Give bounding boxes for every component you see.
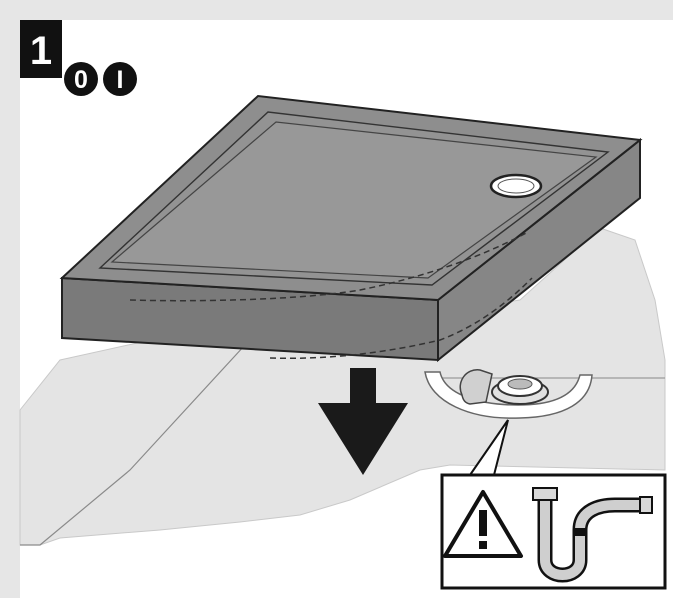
frame-top [0,0,673,20]
hidden-outline-lower [269,277,533,360]
shower-tray [59,94,643,363]
siphon-trap-icon [532,487,653,583]
tray-drain-hole-inner [497,178,535,194]
hidden-outline-upper [129,231,529,302]
warning-callout [440,473,667,590]
badge-label-0: 0 [74,66,88,94]
person-badge-1: I [103,62,137,96]
tray-inner-basin [110,121,598,279]
badge-label-1: I [117,66,124,94]
step-number: 1 [30,29,52,73]
person-badge-0: 0 [64,62,98,96]
drain-pipe-bend [459,369,493,405]
down-arrow-icon [318,368,408,475]
warning-triangle-icon [443,490,523,558]
frame-left [0,0,20,598]
callout-leader [469,419,509,476]
drain-pipe-inner [507,378,533,390]
floor-edge-left [20,344,246,546]
step-number-badge: 1 [20,20,62,78]
